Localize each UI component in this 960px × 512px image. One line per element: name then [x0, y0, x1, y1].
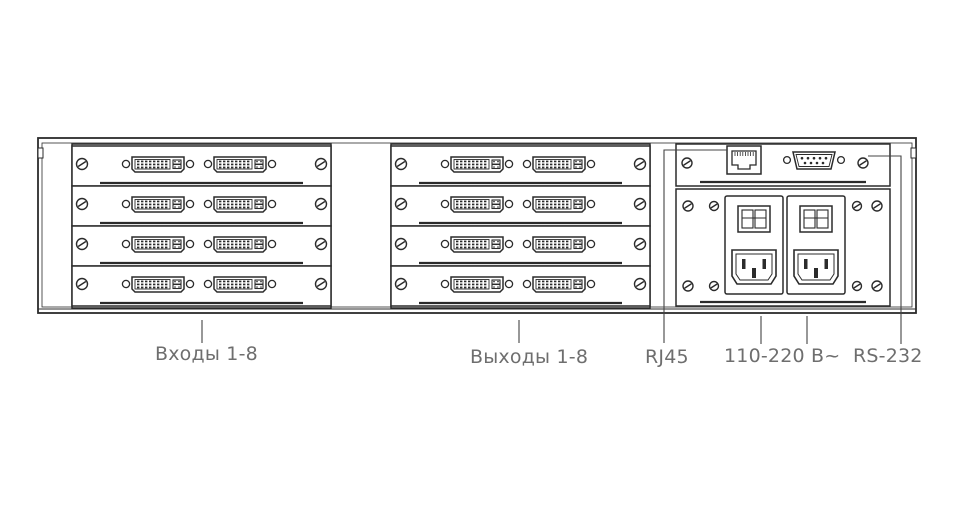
screw-icon	[851, 280, 863, 292]
screw-icon	[314, 157, 328, 171]
screw-icon	[394, 277, 408, 291]
inputs-module	[71, 143, 332, 309]
screw-icon	[75, 157, 89, 171]
screw-icon	[682, 200, 694, 212]
io-card	[390, 225, 651, 267]
dvi-port-icon	[440, 276, 514, 293]
screw-icon	[75, 197, 89, 211]
iec-power-inlet-icon	[786, 195, 846, 295]
dvi-port-icon	[203, 156, 277, 173]
screw-icon	[681, 157, 693, 169]
screw-icon	[851, 200, 863, 212]
rj45-port-icon	[726, 145, 762, 175]
screw-icon	[314, 197, 328, 211]
screw-icon	[394, 237, 408, 251]
screw-icon	[75, 237, 89, 251]
power-label: 110-220 В~	[724, 345, 841, 367]
screw-icon	[871, 200, 883, 212]
db9-port-icon	[782, 151, 846, 170]
dvi-port-icon	[203, 236, 277, 253]
io-card	[390, 185, 651, 227]
screw-icon	[314, 237, 328, 251]
iec-power-inlet-icon	[724, 195, 784, 295]
io-card	[71, 265, 332, 307]
inputs-label: Входы 1-8	[155, 343, 258, 365]
dvi-port-icon	[121, 236, 195, 253]
io-card	[71, 145, 332, 187]
screw-icon	[708, 280, 720, 292]
dvi-port-icon	[522, 196, 596, 213]
screw-icon	[633, 157, 647, 171]
dvi-port-icon	[121, 196, 195, 213]
screw-icon	[633, 277, 647, 291]
outputs-module	[390, 143, 651, 309]
io-card	[71, 185, 332, 227]
screw-icon	[633, 197, 647, 211]
dvi-port-icon	[522, 236, 596, 253]
dvi-port-icon	[121, 276, 195, 293]
dvi-port-icon	[522, 156, 596, 173]
leader-line	[663, 149, 727, 314]
power-switch-icon	[737, 205, 771, 233]
io-card	[390, 145, 651, 187]
io-card	[71, 225, 332, 267]
leader-lines	[201, 149, 902, 344]
screw-icon	[708, 200, 720, 212]
screw-icon	[314, 277, 328, 291]
power-switch-icon	[799, 205, 833, 233]
power-module	[675, 188, 891, 307]
screw-icon	[633, 237, 647, 251]
rs232-label: RS-232	[853, 345, 923, 367]
dvi-port-icon	[522, 276, 596, 293]
screw-icon	[857, 157, 869, 169]
dvi-port-icon	[440, 196, 514, 213]
io-card	[390, 265, 651, 307]
screw-icon	[394, 157, 408, 171]
screw-icon	[682, 280, 694, 292]
screw-icon	[394, 197, 408, 211]
dvi-port-icon	[440, 156, 514, 173]
dvi-port-icon	[203, 196, 277, 213]
dvi-port-icon	[203, 276, 277, 293]
outputs-label: Выходы 1-8	[470, 346, 589, 368]
screw-icon	[75, 277, 89, 291]
dvi-port-icon	[440, 236, 514, 253]
control-module	[675, 143, 891, 187]
dvi-port-icon	[121, 156, 195, 173]
rj45-label: RJ45	[645, 346, 689, 368]
screw-icon	[871, 280, 883, 292]
leader-line	[868, 155, 902, 344]
